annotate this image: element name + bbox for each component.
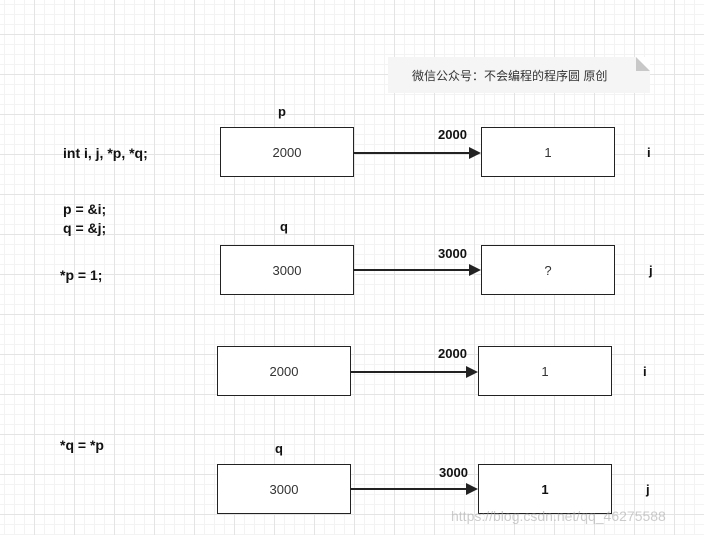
code-assign-q: q = &j; bbox=[63, 220, 107, 236]
variable-box-i: 1 bbox=[481, 127, 615, 177]
url-watermark: https://blog.csdn.net/qq_46275588 bbox=[451, 508, 666, 524]
code-assign-star-q: *q = *p bbox=[60, 437, 104, 453]
variable-box-j-2: 1 bbox=[478, 464, 612, 514]
variable-value: ? bbox=[544, 262, 552, 278]
pointer-box-p: 2000 bbox=[220, 127, 354, 177]
address-label: 3000 bbox=[439, 465, 468, 480]
pointer-value: 2000 bbox=[269, 363, 299, 379]
variable-value: 1 bbox=[541, 363, 549, 379]
variable-box-j: ? bbox=[481, 245, 615, 295]
variable-name-j: j bbox=[649, 263, 653, 278]
variable-name-i: i bbox=[647, 145, 651, 160]
pointer-label-p: p bbox=[278, 104, 286, 119]
variable-name-i-2: i bbox=[643, 364, 647, 379]
page-fold-icon bbox=[636, 57, 650, 71]
arrow-p-to-i-2 bbox=[351, 366, 478, 378]
address-label: 2000 bbox=[438, 346, 467, 361]
code-declaration: int i, j, *p, *q; bbox=[63, 145, 148, 161]
pointer-value: 3000 bbox=[269, 481, 299, 497]
code-assign-star-p: *p = 1; bbox=[60, 267, 103, 283]
pointer-value: 3000 bbox=[272, 262, 302, 278]
address-label: 3000 bbox=[438, 246, 467, 261]
pointer-box-q-2: 3000 bbox=[217, 464, 351, 514]
code-assign-p: p = &i; bbox=[63, 201, 107, 217]
arrow-q-to-j-2 bbox=[351, 483, 478, 495]
pointer-label-q: q bbox=[280, 219, 288, 234]
pointer-box-q: 3000 bbox=[220, 245, 354, 295]
address-label: 2000 bbox=[438, 127, 467, 142]
variable-box-i-2: 1 bbox=[478, 346, 612, 396]
watermark-banner: 微信公众号：不会编程的程序圆 原创 bbox=[388, 57, 650, 93]
variable-value: 1 bbox=[541, 481, 549, 497]
pointer-box-p-2: 2000 bbox=[217, 346, 351, 396]
watermark-text: 微信公众号：不会编程的程序圆 原创 bbox=[412, 68, 608, 83]
arrow-p-to-i bbox=[354, 147, 481, 159]
arrow-q-to-j bbox=[354, 264, 481, 276]
variable-name-j-2: j bbox=[646, 482, 650, 497]
pointer-label-q-2: q bbox=[275, 441, 283, 456]
pointer-value: 2000 bbox=[272, 144, 302, 160]
variable-value: 1 bbox=[544, 144, 552, 160]
